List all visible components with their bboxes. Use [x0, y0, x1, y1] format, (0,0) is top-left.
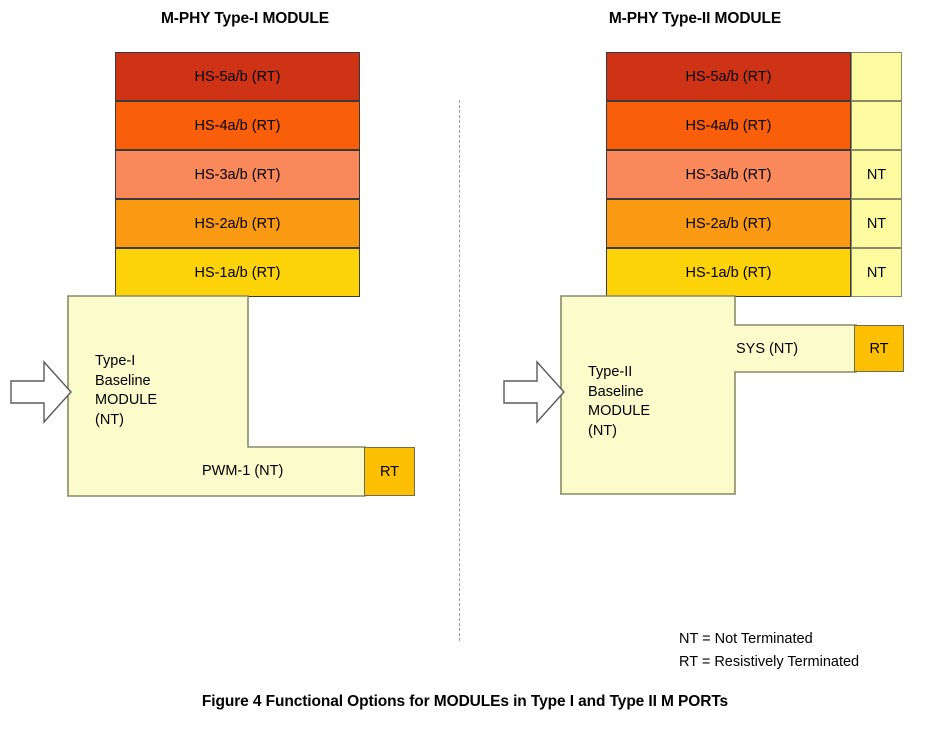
hs-lane-1-type-ii[interactable]: HS-1a/b (RT) [606, 248, 851, 297]
hs-lane-label: HS-1a/b (RT) [194, 264, 281, 281]
baseline-module-label-type-ii: Type-II Baseline MODULE (NT) [588, 364, 651, 439]
hs-lane-3-type-ii[interactable]: HS-3a/b (RT) [606, 150, 851, 199]
hs-lane-2-type-ii[interactable]: HS-2a/b (RT) [606, 199, 851, 248]
baseline-module-label-type-i: Type-I Baseline MODULE (NT) [95, 353, 158, 428]
input-arrow-type-ii [503, 360, 565, 424]
rt-label: RT [869, 340, 889, 357]
nt-label: NT [866, 215, 887, 232]
hs-lane-label: HS-4a/b (RT) [685, 117, 772, 134]
rt-terminator-type-i[interactable]: RT [364, 447, 415, 496]
hs-lane-1-type-i[interactable]: HS-1a/b (RT) [115, 248, 360, 297]
hs-lane-4-type-i[interactable]: HS-4a/b (RT) [115, 101, 360, 150]
legend-item-nt: NT = Not Terminated [679, 631, 813, 647]
nt-label: NT [866, 166, 887, 183]
input-arrow-type-i [10, 360, 72, 424]
hs-lane-label: HS-4a/b (RT) [194, 117, 281, 134]
hs-lane-label: HS-5a/b (RT) [194, 68, 281, 85]
hs-lane-label: HS-2a/b (RT) [685, 215, 772, 232]
hs-lane-3-type-i[interactable]: HS-3a/b (RT) [115, 150, 360, 199]
legend-item-rt: RT = Resistively Terminated [679, 654, 860, 670]
module-divider [459, 100, 460, 641]
module-title-type-ii: M-PHY Type-II MODULE [608, 10, 782, 27]
rt-label: RT [379, 463, 400, 480]
low-speed-lane-label-type-i: PWM-1 (NT) [202, 463, 284, 479]
hs-lane-4-termination-type-ii[interactable] [851, 101, 902, 150]
hs-lane-3-termination-type-ii[interactable]: NT [851, 150, 902, 199]
module-title-type-i: M-PHY Type-I MODULE [160, 10, 330, 27]
hs-lane-label: HS-5a/b (RT) [685, 68, 772, 85]
rt-terminator-type-ii[interactable]: RT [854, 325, 904, 372]
hs-lane-2-termination-type-ii[interactable]: NT [851, 199, 902, 248]
hs-lane-5-type-i[interactable]: HS-5a/b (RT) [115, 52, 360, 101]
nt-label: NT [866, 264, 887, 281]
hs-lane-label: HS-3a/b (RT) [685, 166, 772, 183]
hs-lane-4-type-ii[interactable]: HS-4a/b (RT) [606, 101, 851, 150]
hs-lane-label: HS-1a/b (RT) [685, 264, 772, 281]
hs-lane-1-termination-type-ii[interactable]: NT [851, 248, 902, 297]
baseline-module-shape-type-ii[interactable] [559, 294, 859, 497]
figure-caption: Figure 4 Functional Options for MODULEs … [201, 693, 729, 710]
hs-lane-label: HS-2a/b (RT) [194, 215, 281, 232]
hs-lane-2-type-i[interactable]: HS-2a/b (RT) [115, 199, 360, 248]
hs-lane-5-type-ii[interactable]: HS-5a/b (RT) [606, 52, 851, 101]
hs-lane-label: HS-3a/b (RT) [194, 166, 281, 183]
low-speed-lane-label-type-ii: SYS (NT) [736, 341, 799, 357]
hs-lane-5-termination-type-ii[interactable] [851, 52, 902, 101]
